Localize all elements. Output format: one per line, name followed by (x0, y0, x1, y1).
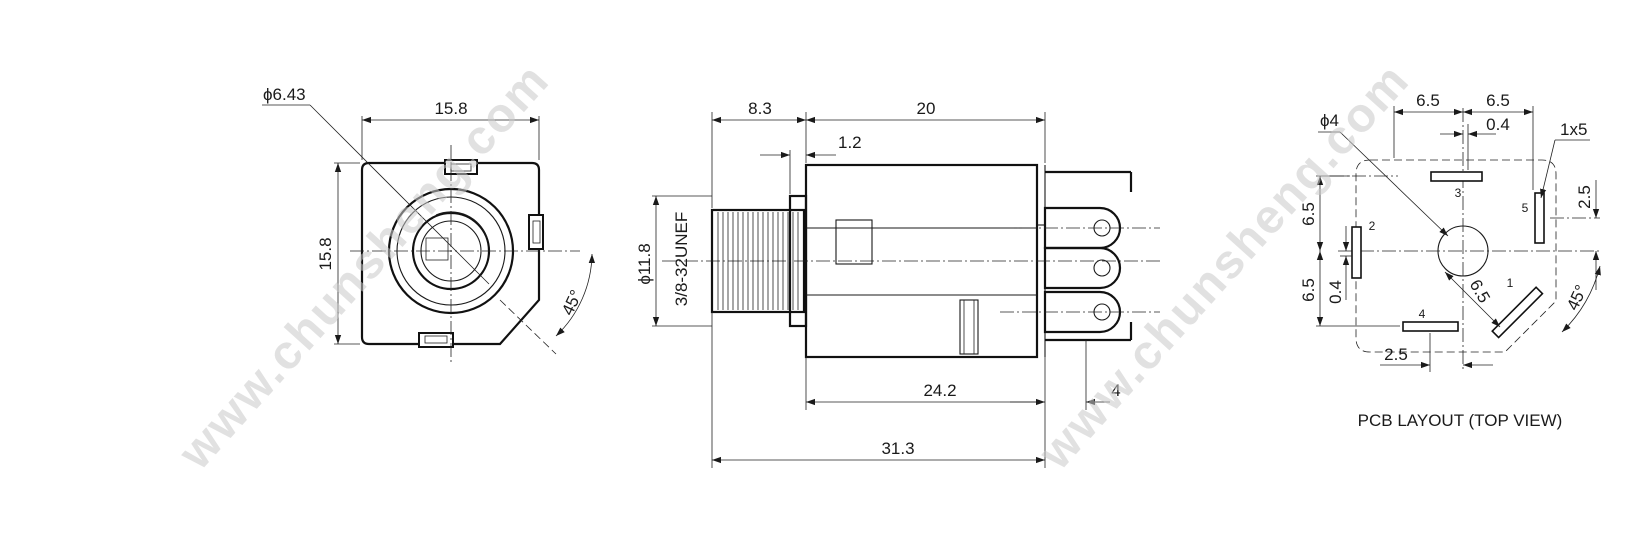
body-to-pins-label: 24.2 (923, 381, 956, 400)
side-view: 8.3 20 1.2 ϕ11.8 3/8-32UNEF 24.2 4 31.3 (635, 99, 1160, 468)
bottom-tab-inner (424, 335, 448, 344)
watermark-left: www.chunsheng.com (168, 53, 560, 480)
front-length-label: 8.3 (748, 99, 772, 118)
slot-leader (1540, 139, 1556, 199)
pcb-angle-arc (1561, 265, 1601, 333)
solder-lug-lower (1043, 290, 1122, 334)
pin-5-label: 5 (1522, 201, 1529, 215)
solder-lug-middle-hole (1093, 259, 1111, 277)
diameter-label: ϕ6.43 (263, 85, 306, 104)
thread-spec-label: 3/8-32UNEF (672, 212, 691, 306)
pcb-offset-left-label: 0.4 (1326, 280, 1345, 304)
pad-5 (1534, 192, 1545, 244)
pad-2 (1351, 226, 1362, 279)
pin-3-label: 3 (1455, 186, 1462, 200)
height-label: 15.8 (316, 237, 335, 270)
solder-lug-middle (1043, 246, 1122, 290)
contact-square (425, 237, 449, 261)
pin-2-label: 2 (1369, 219, 1376, 233)
pin-length-label: 4 (1111, 381, 1120, 400)
front-angle-label: 45° (558, 287, 586, 318)
thread-diameter-label: ϕ11.8 (635, 243, 654, 284)
pcb-vert-upper-label: 6.5 (1299, 202, 1318, 226)
body-slot (959, 299, 979, 355)
contact-arc (435, 211, 488, 239)
pad-3 (1430, 171, 1483, 182)
angle-ext-line (499, 299, 557, 355)
hole-label: ϕ4 (1320, 111, 1339, 130)
total-length-label: 31.3 (881, 439, 914, 458)
pcb-offset-top-label: 0.4 (1486, 115, 1510, 134)
pad5-offset-label: 2.5 (1575, 185, 1594, 209)
hole-leader (1339, 131, 1449, 237)
pin-1-label: 1 (1507, 276, 1514, 290)
width-label: 15.8 (434, 99, 467, 118)
pcb-angle-label: 45° (1563, 282, 1591, 313)
slot-label: 1x5 (1560, 120, 1587, 139)
pcb-layout: 3 2 5 4 1 6.5 6.5 0.4 ϕ4 1x5 2.5 6.5 (1299, 91, 1601, 430)
bottom-tab (418, 332, 454, 348)
angle-arc (555, 253, 596, 337)
pin-4-label: 4 (1419, 307, 1426, 321)
diameter-leader (309, 104, 490, 285)
pcb-diag-label: 6.5 (1466, 276, 1494, 306)
right-tab-inner (532, 220, 541, 244)
pcb-diag-dim (1444, 271, 1501, 328)
flange-label: 1.2 (838, 133, 862, 152)
pcb-outline (1355, 159, 1557, 353)
pcb-vert-lower-label: 6.5 (1299, 278, 1318, 302)
pcb-bottom-offset-label: 2.5 (1384, 345, 1408, 364)
pad-1 (1491, 286, 1544, 339)
pcb-spacing-left-label: 6.5 (1416, 91, 1440, 110)
body-length-label: 20 (917, 99, 936, 118)
top-tab (444, 159, 478, 175)
body-window (835, 219, 873, 265)
pcb-spacing-right-label: 6.5 (1486, 91, 1510, 110)
right-tab (528, 214, 544, 250)
pcb-title: PCB LAYOUT (TOP VIEW) (1358, 411, 1563, 430)
front-body-outline (360, 161, 541, 346)
pad-4 (1402, 321, 1459, 332)
